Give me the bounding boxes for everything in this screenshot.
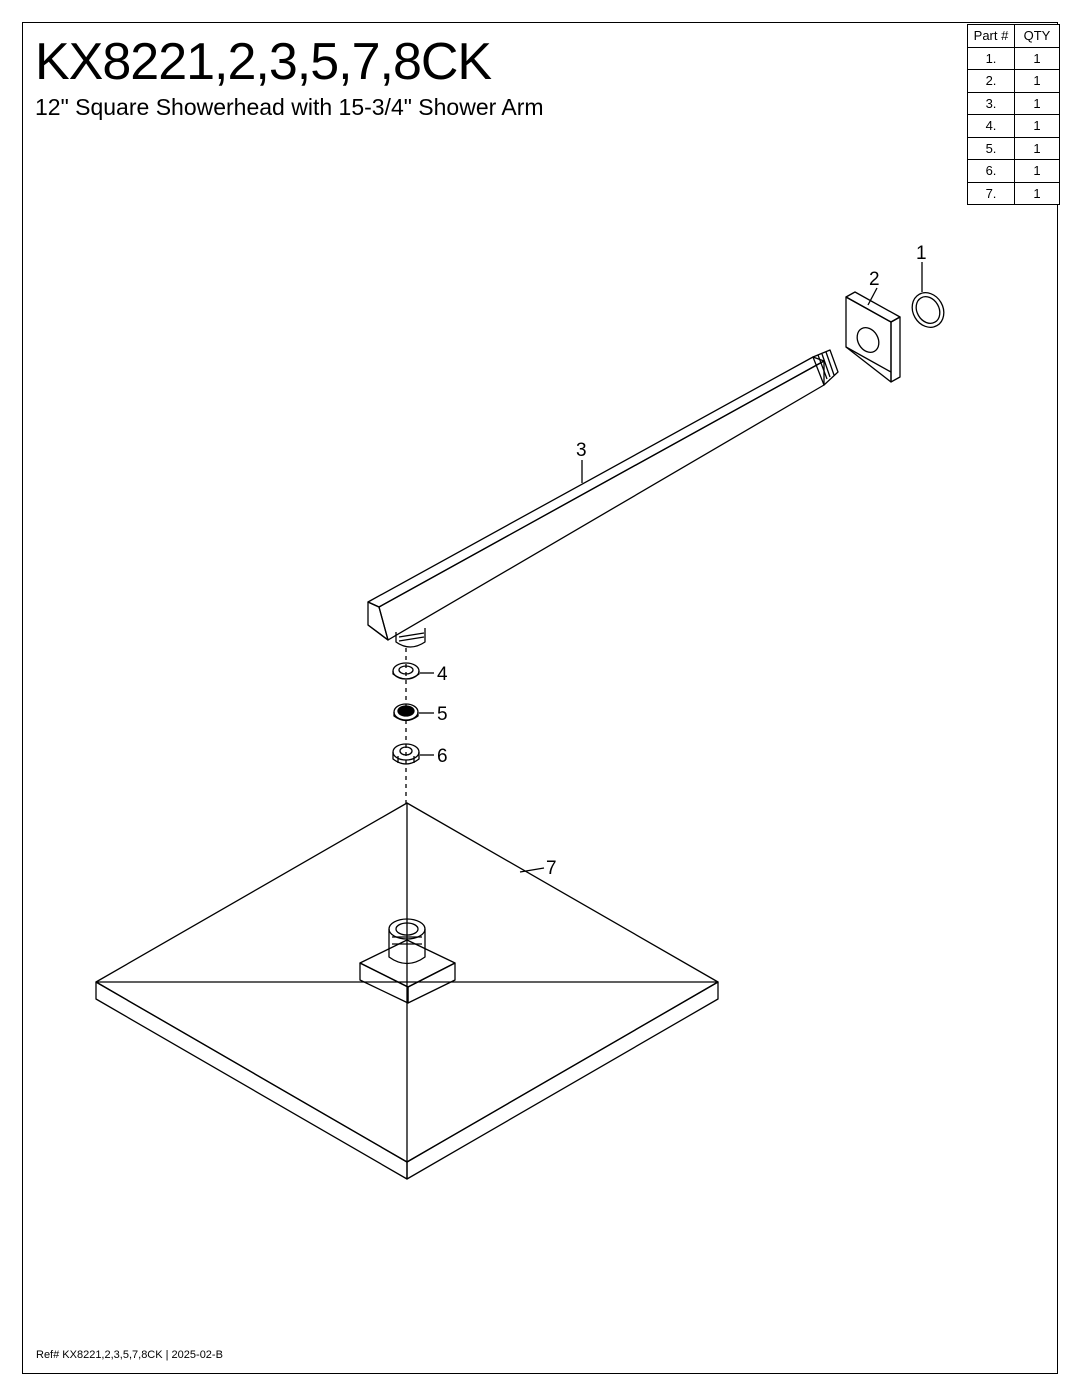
qty-cell: 1 (1014, 159, 1060, 183)
qty-cell: 1 (1014, 136, 1060, 160)
callout-1: 1 (916, 243, 927, 264)
table-row: 1. 1 (967, 46, 1060, 70)
reference-note: Ref# KX8221,2,3,5,7,8CK | 2025-02-B (36, 1349, 223, 1361)
table-row: 7. 1 (967, 181, 1060, 205)
arm-thread-top (812, 349, 839, 386)
callout-leaders (419, 262, 923, 873)
qty-cell: 1 (1014, 181, 1060, 205)
drawing-sheet-border (22, 22, 1058, 1374)
table-row: 5. 1 (967, 136, 1060, 160)
callout-2: 2 (869, 269, 880, 290)
callout-7: 7 (546, 858, 557, 879)
qty-cell: 1 (1014, 114, 1060, 138)
part-7-square-showerhead (95, 802, 719, 1180)
callout-3: 3 (576, 440, 587, 461)
part-2-square-flange (845, 291, 901, 383)
table-row: 4. 1 (967, 114, 1060, 138)
table-row: 6. 1 (967, 159, 1060, 183)
callout-4: 4 (437, 664, 448, 685)
page-subtitle: 12" Square Showerhead with 15-3/4" Showe… (35, 94, 544, 120)
page-title: KX8221,2,3,5,7,8CK (35, 33, 492, 91)
arm-thread-bottom (395, 628, 426, 648)
parts-header-qty: QTY (1014, 24, 1060, 48)
part-3-shower-arm (367, 349, 839, 648)
parts-table: Part # QTY 1. 1 2. 1 3. 1 4. 1 5. 1 6. 1 (967, 24, 1060, 205)
table-row: 3. 1 (967, 91, 1060, 115)
callout-6: 6 (437, 746, 448, 767)
callout-5: 5 (437, 704, 448, 725)
part-1-washer (911, 292, 945, 328)
